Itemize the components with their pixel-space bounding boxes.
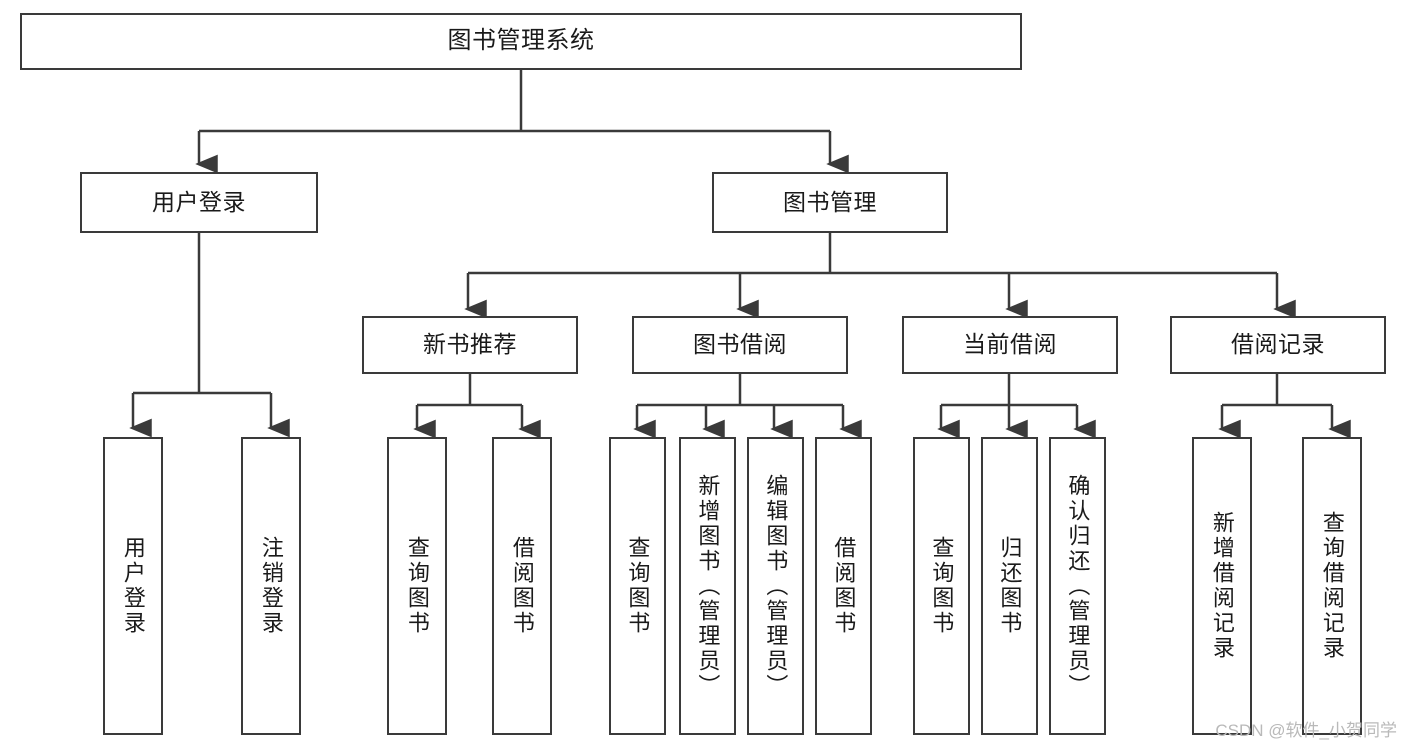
watermark-text: CSDN @软件_小贺同学	[1215, 721, 1397, 740]
node-label: 借阅图书	[509, 536, 535, 636]
leaf-newbook-query-book[interactable]: 查询图书	[387, 437, 447, 735]
node-label: 当前借阅	[963, 331, 1057, 358]
leaf-record-add-borrow-record[interactable]: 新增借阅记录	[1192, 437, 1252, 735]
node-borrow-record[interactable]: 借阅记录	[1170, 316, 1386, 374]
leaf-borrow-edit-book-admin[interactable]: 编辑图书（管理员）	[747, 437, 804, 735]
node-label: 编辑图书（管理员）	[763, 473, 789, 699]
node-label: 用户登录	[120, 536, 146, 636]
node-label: 查询图书	[929, 536, 955, 636]
node-label: 借阅图书	[831, 536, 857, 636]
node-label: 查询借阅记录	[1319, 511, 1345, 661]
node-label: 图书管理	[783, 188, 877, 215]
leaf-user-logout[interactable]: 注销登录	[241, 437, 301, 735]
leaf-borrow-add-book-admin[interactable]: 新增图书（管理员）	[679, 437, 736, 735]
leaf-record-query-borrow-record[interactable]: 查询借阅记录	[1302, 437, 1362, 735]
leaf-current-confirm-return-admin[interactable]: 确认归还（管理员）	[1049, 437, 1106, 735]
leaf-user-login[interactable]: 用户登录	[103, 437, 163, 735]
leaf-current-query-book[interactable]: 查询图书	[913, 437, 970, 735]
node-label: 查询图书	[625, 536, 651, 636]
node-label: 新书推荐	[423, 331, 517, 358]
leaf-borrow-lend-book[interactable]: 借阅图书	[815, 437, 872, 735]
node-label: 用户登录	[152, 188, 246, 215]
node-label: 图书借阅	[693, 331, 787, 358]
leaf-current-return-book[interactable]: 归还图书	[981, 437, 1038, 735]
node-new-book-recommend[interactable]: 新书推荐	[362, 316, 578, 374]
node-label: 归还图书	[997, 536, 1023, 636]
node-user-login[interactable]: 用户登录	[80, 172, 318, 233]
node-label: 注销登录	[258, 536, 284, 636]
node-current-borrow[interactable]: 当前借阅	[902, 316, 1118, 374]
node-root-book-management-system[interactable]: 图书管理系统	[20, 13, 1022, 70]
node-book-management[interactable]: 图书管理	[712, 172, 948, 233]
node-label: 查询图书	[404, 536, 430, 636]
leaf-newbook-borrow-book[interactable]: 借阅图书	[492, 437, 552, 735]
node-label: 图书管理系统	[447, 27, 595, 55]
leaf-borrow-query-book[interactable]: 查询图书	[609, 437, 666, 735]
node-label: 新增图书（管理员）	[695, 473, 721, 699]
node-label: 确认归还（管理员）	[1065, 473, 1091, 699]
node-book-borrow[interactable]: 图书借阅	[632, 316, 848, 374]
node-label: 借阅记录	[1231, 331, 1325, 358]
node-label: 新增借阅记录	[1209, 511, 1235, 661]
